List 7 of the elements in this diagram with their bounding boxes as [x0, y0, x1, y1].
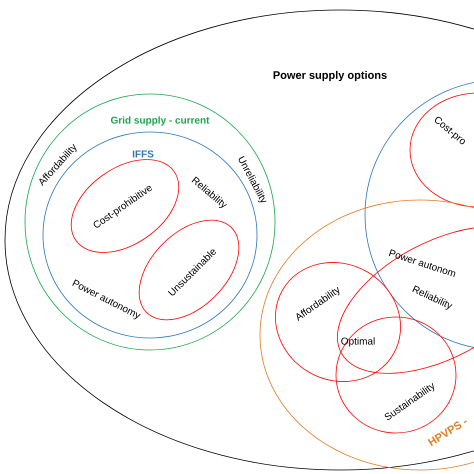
region-label: Power supply options [274, 70, 387, 82]
ellipse-region [410, 92, 474, 208]
region-label: Power autonom [388, 249, 456, 278]
ellipse-region [275, 262, 401, 382]
region-label: Grid supply - current [110, 116, 210, 126]
region-label: IFFS [132, 150, 154, 158]
grid-circle [24, 94, 276, 350]
